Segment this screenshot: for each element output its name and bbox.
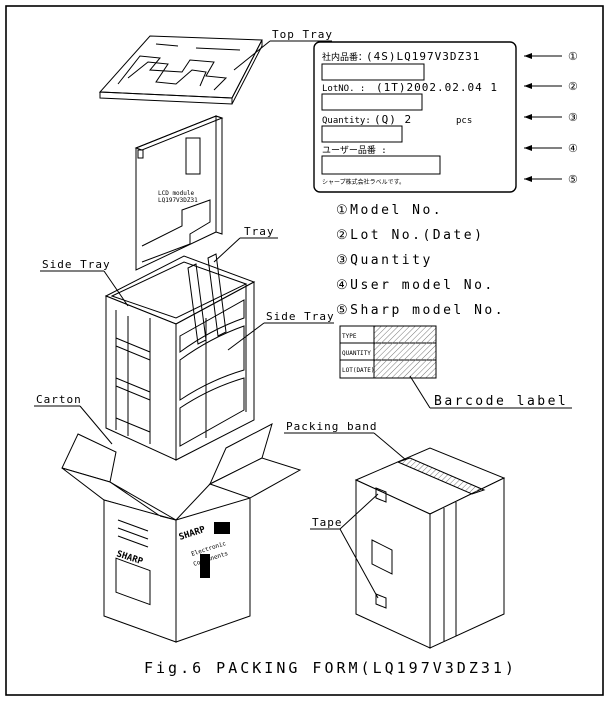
side-tray-assembly xyxy=(104,253,256,461)
side-tray-right-label: Side Tray xyxy=(266,310,335,323)
packing-band-label: Packing band xyxy=(286,420,377,433)
arrow-number-2: ② xyxy=(568,80,579,93)
side-tray-left-label: Side Tray xyxy=(42,258,111,271)
barcode-row-lot: LOT(DATE) xyxy=(342,367,375,374)
legend-item-sharp-model: ⑤Sharp model No. xyxy=(336,303,505,318)
arrow-number-5: ⑤ xyxy=(568,173,579,186)
arrow-number-3: ③ xyxy=(568,111,579,124)
card-arrows xyxy=(524,53,562,182)
top-tray-drawing xyxy=(98,35,263,105)
closed-box-drawing xyxy=(354,447,506,649)
legend-item-lot-no: ②Lot No.(Date) xyxy=(336,228,484,243)
carton-drawing xyxy=(61,423,302,643)
tray-label: Tray xyxy=(244,225,275,238)
barcode-row-type: TYPE xyxy=(342,333,357,340)
legend-item-quantity: ③Quantity xyxy=(336,253,433,268)
card-row1-value: (4S)LQ197V3DZ31 xyxy=(366,50,480,63)
lcd-module-model: LQ197V3DZ31 xyxy=(158,197,198,204)
card-row3-key: Quantity: xyxy=(322,116,371,126)
barcode-label xyxy=(339,325,437,379)
figure-border xyxy=(5,5,604,696)
card-row3-unit: pcs xyxy=(456,116,472,126)
lcd-module-text: LCD module xyxy=(158,190,195,197)
barcode-row-quantity: QUANTITY xyxy=(342,350,371,357)
label-card xyxy=(313,41,517,193)
card-row2-value: (1T)2002.02.04 1 xyxy=(376,81,498,94)
card-row2-key: LotNO. : xyxy=(322,84,365,94)
tape-label: Tape xyxy=(312,516,343,529)
legend-item-model-no: ①Model No. xyxy=(336,203,443,218)
card-row4-key: ユーザー品番 : xyxy=(322,144,387,156)
arrow-number-1: ① xyxy=(568,50,579,63)
legend-item-user-model: ④User model No. xyxy=(336,278,495,293)
card-row1-key: 社内品番： xyxy=(322,51,367,63)
barcode-label-text: Barcode label xyxy=(434,394,568,409)
figure-caption: Fig.6 PACKING FORM(LQ197V3DZ31) xyxy=(144,659,517,677)
carton-label: Carton xyxy=(36,393,82,406)
card-footnote: シャープ株式会社ラベルです。 xyxy=(322,178,405,186)
lcd-module-drawing xyxy=(134,115,224,271)
arrow-number-4: ④ xyxy=(568,142,579,155)
card-row3-value: (Q) 2 xyxy=(374,113,412,126)
top-tray-label: Top Tray xyxy=(272,28,333,41)
